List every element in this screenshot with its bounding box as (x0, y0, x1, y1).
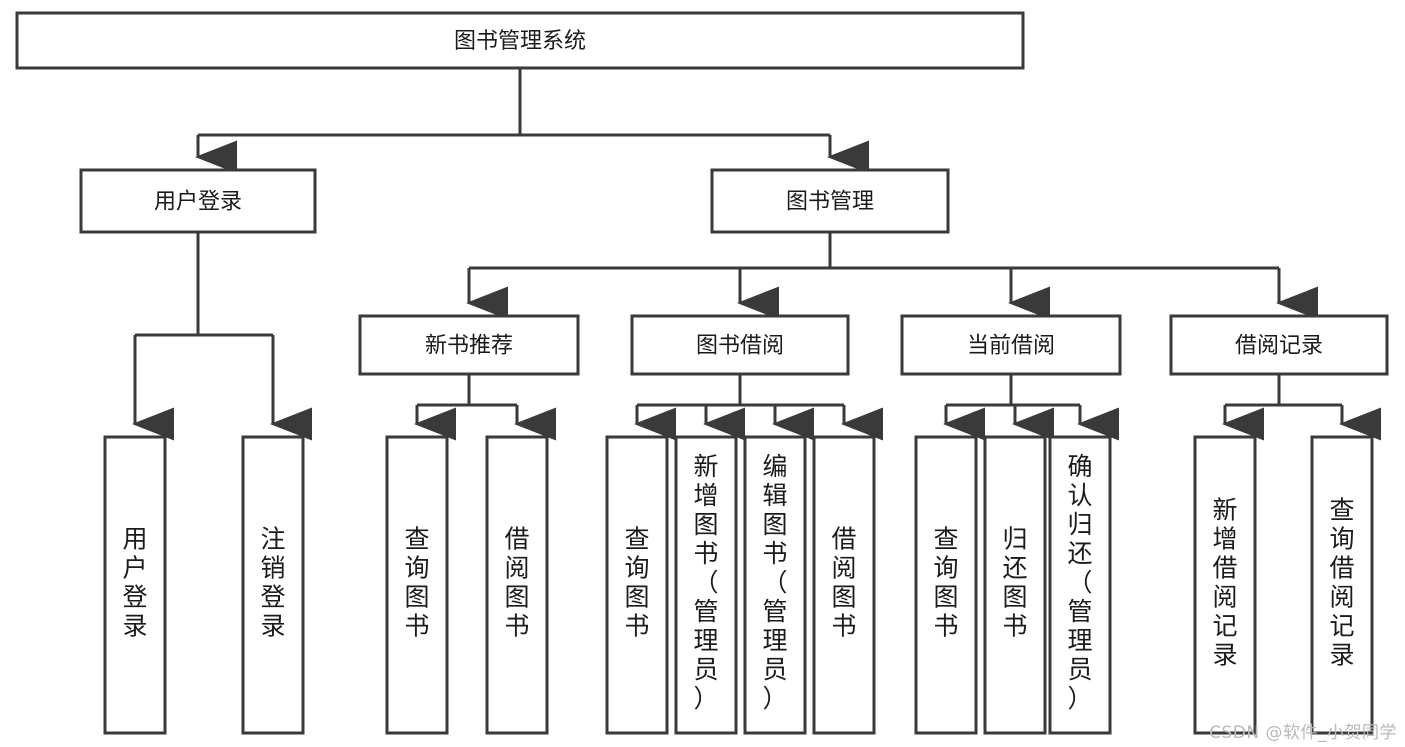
node-label: 编辑图书（管理员） (762, 452, 787, 713)
node-label: 用户登录 (154, 190, 242, 215)
node-layer: 图书管理系统用户登录图书管理新书推荐图书借阅当前借阅借阅记录用户登录注销登录查询… (15, 11, 1389, 735)
node-box[interactable] (485, 435, 549, 735)
node-leaf-nb-query[interactable]: 查询图书 (385, 435, 449, 735)
node-label: 借阅图书 (831, 525, 856, 641)
edge-layer (132, 68, 1381, 441)
node-label: 当前借阅 (967, 334, 1055, 359)
node-box[interactable] (605, 435, 669, 735)
node-leaf-user-login[interactable]: 用户登录 (103, 435, 167, 735)
edge-group-root (195, 68, 869, 174)
node-leaf-cb-confirm[interactable]: 确认归还（管理员） (1048, 435, 1112, 735)
node-box[interactable] (358, 314, 580, 376)
node-newbook[interactable]: 新书推荐 (358, 314, 580, 376)
node-box[interactable] (630, 314, 850, 376)
node-label: 查询图书 (404, 525, 429, 641)
node-box[interactable] (710, 168, 950, 234)
edge-group-bookmgmt (466, 232, 1318, 320)
node-label: 图书管理系统 (454, 29, 586, 54)
node-label: 借阅记录 (1235, 334, 1323, 359)
watermark-text: CSDN @软件_小贺同学 (1209, 723, 1397, 743)
edge-group-records (1222, 374, 1381, 441)
node-box[interactable] (743, 435, 807, 735)
node-bookmgmt[interactable]: 图书管理 (710, 168, 950, 234)
node-label: 借阅图书 (504, 525, 529, 641)
node-leaf-cb-query[interactable]: 查询图书 (914, 435, 978, 735)
node-box[interactable] (1193, 435, 1257, 735)
node-label: 查询借阅记录 (1329, 496, 1354, 670)
node-box[interactable] (674, 435, 738, 735)
node-leaf-bw-borrow[interactable]: 借阅图书 (812, 435, 876, 735)
node-box[interactable] (1048, 435, 1112, 735)
node-box[interactable] (15, 11, 1025, 70)
node-label: 新增借阅记录 (1212, 496, 1237, 670)
node-label: 查询图书 (933, 525, 958, 641)
node-borrow[interactable]: 图书借阅 (630, 314, 850, 376)
edge-group-current (943, 374, 1119, 441)
edge-group-borrow (634, 374, 883, 441)
node-leaf-bw-query[interactable]: 查询图书 (605, 435, 669, 735)
node-current[interactable]: 当前借阅 (900, 314, 1122, 376)
edge-group-newbook (414, 374, 556, 441)
node-box[interactable] (900, 314, 1122, 376)
node-leaf-user-logout[interactable]: 注销登录 (241, 435, 305, 735)
node-box[interactable] (79, 168, 317, 234)
node-label: 归还图书 (1002, 525, 1027, 641)
node-login[interactable]: 用户登录 (79, 168, 317, 234)
node-box[interactable] (1169, 314, 1389, 376)
node-label: 注销登录 (260, 525, 285, 641)
node-leaf-bw-add[interactable]: 新增图书（管理员） (674, 435, 738, 735)
node-label: 用户登录 (122, 525, 147, 641)
node-leaf-bw-edit[interactable]: 编辑图书（管理员） (743, 435, 807, 735)
node-label: 图书借阅 (696, 334, 784, 359)
node-root[interactable]: 图书管理系统 (15, 11, 1025, 70)
edge-group-login (132, 232, 312, 441)
node-box[interactable] (983, 435, 1047, 735)
node-records[interactable]: 借阅记录 (1169, 314, 1389, 376)
node-label: 新书推荐 (425, 334, 513, 359)
node-box[interactable] (812, 435, 876, 735)
node-label: 新增图书（管理员） (693, 452, 718, 713)
node-label: 图书管理 (786, 190, 874, 215)
node-box[interactable] (1310, 435, 1374, 735)
node-leaf-rc-query[interactable]: 查询借阅记录 (1310, 435, 1374, 735)
node-box[interactable] (914, 435, 978, 735)
node-leaf-cb-return[interactable]: 归还图书 (983, 435, 1047, 735)
node-box[interactable] (241, 435, 305, 735)
node-label: 查询图书 (624, 525, 649, 641)
node-box[interactable] (385, 435, 449, 735)
node-leaf-rc-add[interactable]: 新增借阅记录 (1193, 435, 1257, 735)
node-label: 确认归还（管理员） (1067, 452, 1092, 713)
node-box[interactable] (103, 435, 167, 735)
node-leaf-nb-borrow[interactable]: 借阅图书 (485, 435, 549, 735)
